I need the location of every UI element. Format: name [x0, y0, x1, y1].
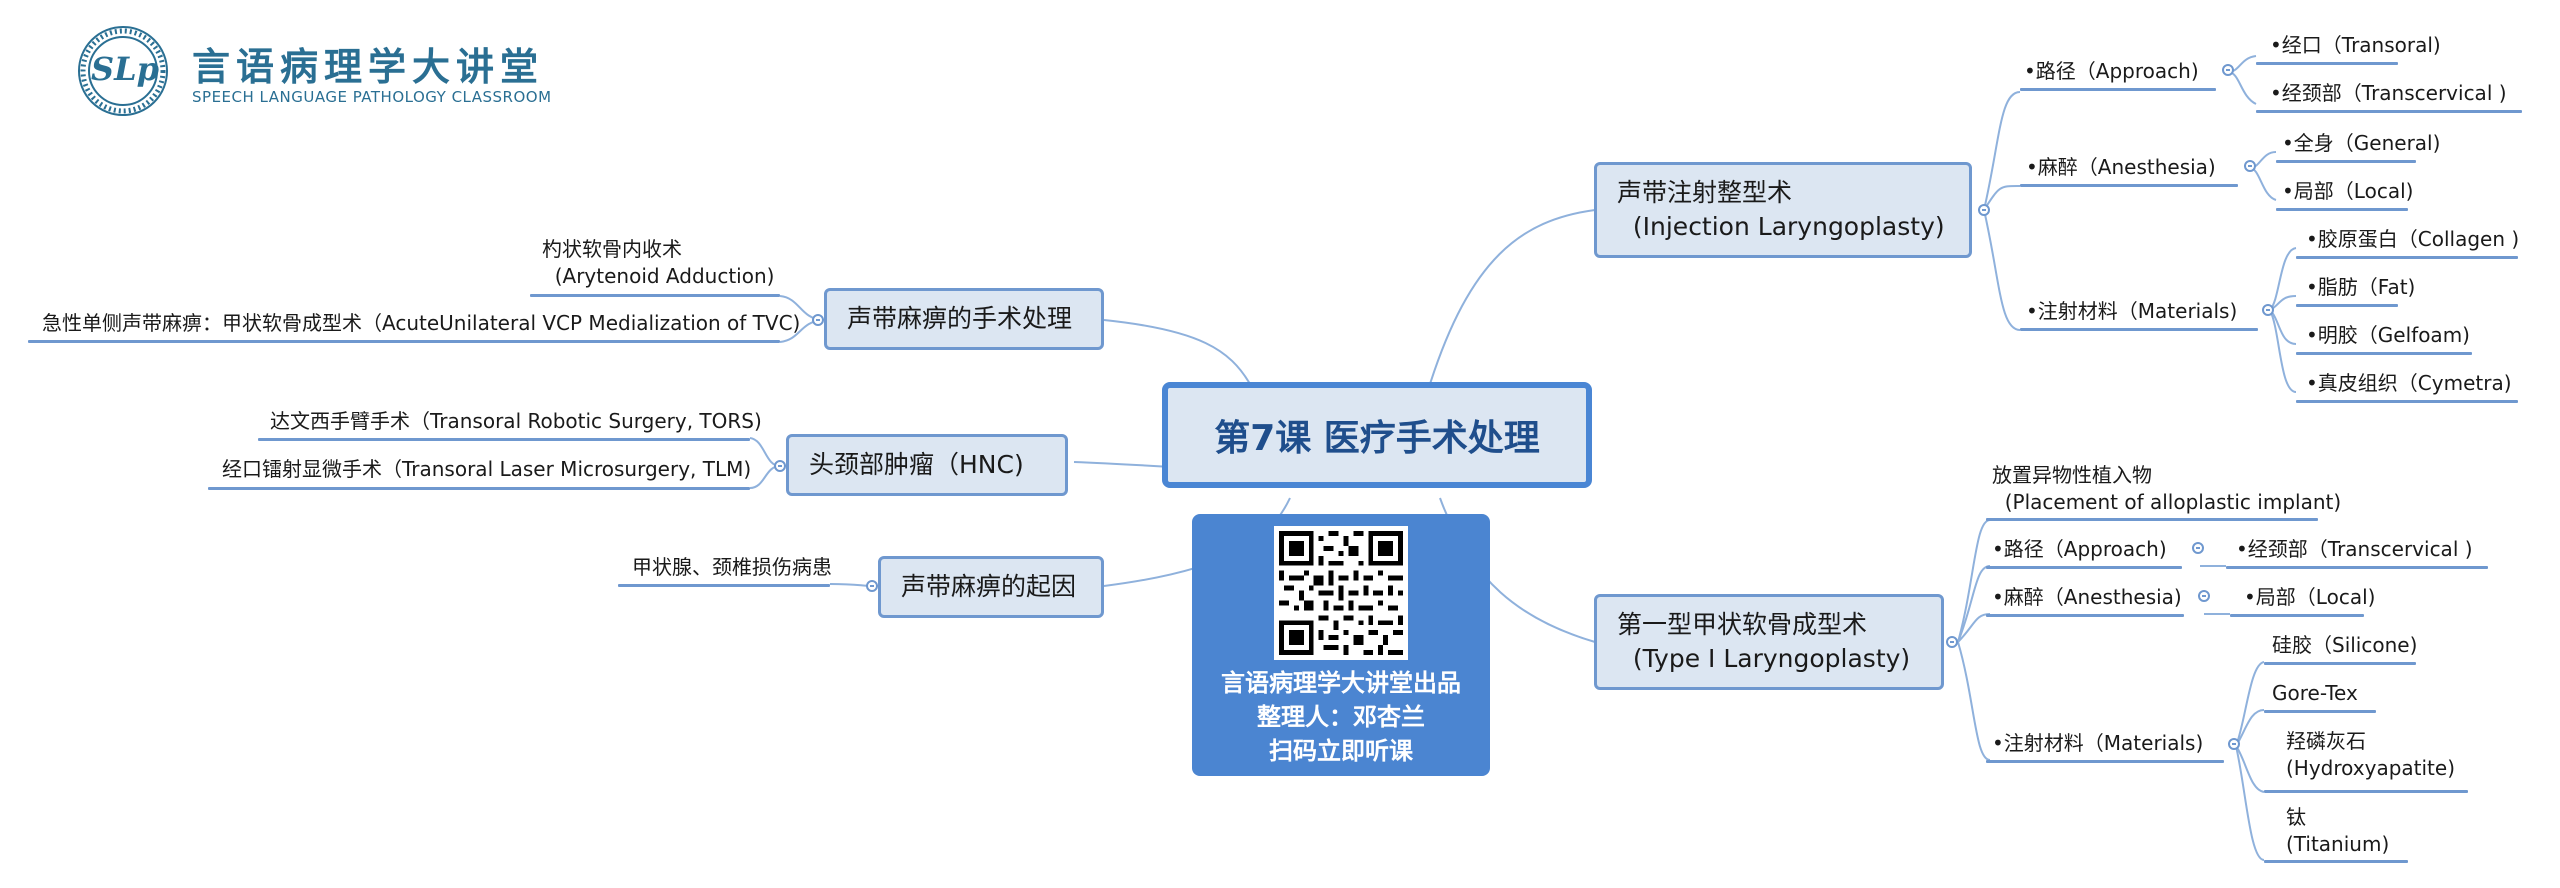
qr-code-icon: [1274, 526, 1408, 660]
type1-placement[interactable]: 放置异物性植入物 (Placement of alloplastic impla…: [1992, 463, 2342, 514]
leaf-underline: [2230, 614, 2364, 617]
leaf-underline: [2296, 400, 2518, 403]
leaf-underline: [258, 438, 750, 441]
leaf-underline: [2276, 208, 2408, 211]
leaf-underline: [208, 487, 750, 490]
type1-approach[interactable]: •路径（Approach): [1992, 537, 2167, 561]
leaf-arytenoid-adduction[interactable]: 杓状软骨内收术 (Arytenoid Adduction): [542, 237, 775, 288]
injection-materials[interactable]: •注射材料（Materials): [2026, 299, 2238, 323]
leaf-underline: [2020, 328, 2258, 331]
injection-approach[interactable]: •路径（Approach): [2024, 59, 2199, 83]
injection-anesthesia-local[interactable]: •局部（Local): [2282, 179, 2414, 203]
leaf-underline: [2020, 184, 2238, 187]
leaf-underline: [2276, 160, 2416, 163]
logo-seal-icon: [78, 26, 168, 116]
leaf-underline: [2264, 790, 2468, 793]
leaf-underline: [2264, 860, 2408, 863]
leaf-underline: [1986, 518, 2318, 521]
collapse-icon[interactable]: [2198, 590, 2210, 602]
material-hydroxyapatite[interactable]: 羟磷灰石 (Hydroxyapatite): [2286, 729, 2456, 780]
leaf-underline: [530, 294, 780, 297]
type1-approach-transcervical[interactable]: •经颈部（Transcervical ): [2236, 537, 2473, 561]
type1-anesthesia[interactable]: •麻醉（Anesthesia): [1992, 585, 2182, 609]
collapse-icon[interactable]: [2228, 738, 2240, 750]
material-titanium[interactable]: 钛 (Titanium): [2286, 805, 2390, 856]
material-gore-tex[interactable]: Gore-Tex: [2272, 681, 2358, 705]
material-gelfoam[interactable]: •明胶（Gelfoam): [2306, 323, 2470, 347]
leaf-underline: [2020, 88, 2216, 91]
collapse-icon[interactable]: [2192, 542, 2204, 554]
leaf-underline: [2256, 62, 2398, 65]
leaf-underline: [1986, 614, 2184, 617]
leaf-underline: [28, 340, 780, 343]
leaf-tlm[interactable]: 经口镭射显微手术（Transoral Laser Microsurgery, T…: [222, 457, 752, 481]
collapse-icon[interactable]: [2244, 160, 2256, 172]
topic-hnc[interactable]: 头颈部肿瘤（HNC): [786, 434, 1068, 496]
topic-injection-laryngoplasty[interactable]: 声带注射整型术 (Injection Laryngoplasty): [1594, 162, 1972, 258]
leaf-underline: [2296, 352, 2472, 355]
type1-anesthesia-local[interactable]: •局部（Local): [2244, 585, 2376, 609]
collapse-icon[interactable]: [2262, 304, 2274, 316]
leaf-thyroid[interactable]: 甲状腺、颈椎损伤病患: [632, 555, 832, 579]
material-collagen[interactable]: •胶原蛋白（Collagen ): [2306, 227, 2520, 251]
collapse-icon[interactable]: [866, 580, 878, 592]
leaf-underline: [1986, 566, 2182, 569]
qr-card-cta: 扫码立即听课: [1269, 737, 1413, 765]
qr-card-editor: 整理人：邓杏兰: [1257, 703, 1425, 731]
injection-anesthesia-general[interactable]: •全身（General): [2282, 131, 2441, 155]
leaf-tors[interactable]: 达文西手臂手术（Transoral Robotic Surgery, TORS): [270, 409, 762, 433]
topic-vcp-cause[interactable]: 声带麻痹的起因: [878, 556, 1104, 618]
leaf-underline: [2256, 110, 2522, 113]
collapse-icon[interactable]: [2222, 64, 2234, 76]
logo-mark-text: SLp: [91, 50, 159, 88]
leaf-underline: [2264, 710, 2376, 713]
injection-anesthesia[interactable]: •麻醉（Anesthesia): [2026, 155, 2216, 179]
topic-vcp-surgery[interactable]: 声带麻痹的手术处理: [824, 288, 1104, 350]
collapse-icon[interactable]: [1946, 636, 1958, 648]
qr-card: 言语病理学大讲堂出品 整理人：邓杏兰 扫码立即听课: [1192, 514, 1490, 776]
collapse-icon[interactable]: [1978, 204, 1990, 216]
logo-title: 言语病理学大讲堂: [192, 44, 545, 89]
material-fat[interactable]: •脂肪（Fat): [2306, 275, 2416, 299]
type1-materials[interactable]: •注射材料（Materials): [1992, 731, 2204, 755]
collapse-icon[interactable]: [774, 460, 786, 472]
leaf-underline: [2296, 304, 2398, 307]
material-cymetra[interactable]: •真皮组织（Cymetra): [2306, 371, 2512, 395]
leaf-underline: [2264, 662, 2416, 665]
leaf-underline: [618, 584, 830, 587]
logo-subtitle: SPEECH LANGUAGE PATHOLOGY CLASSROOM: [192, 88, 552, 106]
leaf-underline: [2296, 256, 2518, 259]
injection-approach-transoral[interactable]: •经口（Transoral): [2270, 33, 2441, 57]
collapse-icon[interactable]: [812, 314, 824, 326]
leaf-underline: [1986, 760, 2224, 763]
injection-approach-transcervical[interactable]: •经颈部（Transcervical ): [2270, 81, 2507, 105]
central-topic[interactable]: 第7课 医疗手术处理: [1162, 382, 1592, 488]
leaf-acute-vcp[interactable]: 急性单侧声带麻痹：甲状软骨成型术（AcuteUnilateral VCP Med…: [42, 311, 801, 335]
leaf-underline: [2226, 566, 2488, 569]
qr-card-producer: 言语病理学大讲堂出品: [1221, 669, 1461, 697]
material-silicone[interactable]: 硅胶（Silicone): [2272, 633, 2418, 657]
topic-type1-laryngoplasty[interactable]: 第一型甲状软骨成型术 (Type I Laryngoplasty): [1594, 594, 1944, 690]
